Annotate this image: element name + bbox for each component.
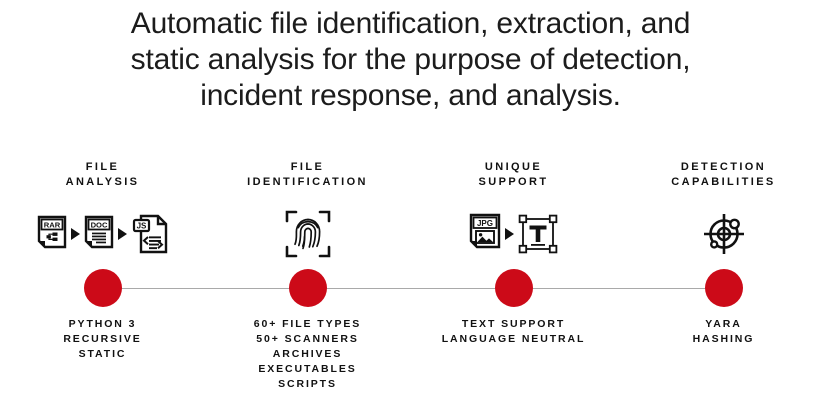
column-title-line-1: DETECTION [680, 161, 767, 173]
icon-group-unique-support: JPG [411, 203, 616, 265]
feature-column-detection-capabilities: DETECTION CAPABILITIES YARA HASHING [621, 160, 821, 347]
rar-file-icon: RAR [37, 215, 66, 249]
headline-line-1: Automatic file identification, extractio… [130, 7, 691, 40]
feature-columns: FILE ANALYSIS RAR DOC [0, 160, 821, 405]
svg-text:JS: JS [136, 222, 146, 231]
desc-line: YARA [705, 318, 742, 330]
headline-line-2: static analysis for the purpose of detec… [130, 43, 691, 76]
column-title-line-2: CAPABILITIES [671, 176, 776, 188]
desc-line: SCRIPTS [278, 378, 337, 390]
timeline-marker-2[interactable] [288, 269, 327, 307]
feature-column-unique-support: UNIQUE SUPPORT JPG [411, 160, 616, 347]
icon-group-file-analysis: RAR DOC [0, 203, 205, 265]
timeline-marker-1[interactable] [83, 269, 122, 307]
svg-text:RAR: RAR [43, 221, 60, 230]
column-title-line-1: FILE [290, 161, 325, 173]
doc-file-icon: DOC [84, 215, 113, 249]
icon-group-detection-capabilities [621, 203, 821, 265]
timeline-marker-container [411, 265, 616, 311]
svg-text:DOC: DOC [90, 221, 107, 230]
jpg-image-file-icon: JPG [469, 213, 501, 249]
column-title-file-identification: FILE IDENTIFICATION [205, 160, 410, 190]
arrow-right-icon [117, 228, 127, 240]
desc-line: TEXT SUPPORT [461, 318, 566, 330]
column-title-detection-capabilities: DETECTION CAPABILITIES [621, 160, 821, 190]
timeline-connector-line [110, 288, 720, 289]
arrow-right-icon [70, 228, 80, 240]
timeline-marker-3[interactable] [494, 269, 533, 307]
column-title-line-2: ANALYSIS [65, 176, 140, 188]
desc-line: 50+ SCANNERS [256, 333, 359, 345]
column-title-line-1: FILE [85, 161, 120, 173]
headline-line-3: incident response, and analysis. [200, 79, 621, 112]
timeline-marker-container [205, 265, 410, 311]
column-title-line-1: UNIQUE [484, 161, 543, 173]
desc-line: LANGUAGE NEUTRAL [441, 333, 586, 345]
column-description-detection-capabilities: YARA HASHING [621, 317, 821, 347]
feature-column-file-identification: FILE IDENTIFICATION [205, 160, 410, 392]
timeline-marker-container [0, 265, 205, 311]
feature-column-file-analysis: FILE ANALYSIS RAR DOC [0, 160, 205, 362]
desc-line: 60+ FILE TYPES [253, 318, 362, 330]
svg-text:JPG: JPG [477, 219, 493, 228]
desc-line: STATIC [78, 348, 127, 360]
desc-line: PYTHON 3 [68, 318, 137, 330]
column-description-unique-support: TEXT SUPPORT LANGUAGE NEUTRAL [411, 317, 616, 347]
arrow-right-icon [505, 228, 514, 240]
desc-line: EXECUTABLES [258, 363, 357, 375]
timeline-marker-container [621, 265, 821, 311]
column-description-file-analysis: PYTHON 3 RECURSIVE STATIC [0, 317, 205, 362]
text-selection-icon [518, 214, 558, 254]
column-title-file-analysis: FILE ANALYSIS [0, 160, 205, 190]
js-file-icon: JS [132, 214, 167, 254]
page-headline: Automatic file identification, extractio… [0, 6, 821, 114]
desc-line: RECURSIVE [63, 333, 142, 345]
column-title-line-2: SUPPORT [478, 176, 549, 188]
timeline-marker-4[interactable] [704, 269, 743, 307]
desc-line: ARCHIVES [272, 348, 343, 360]
column-description-file-identification: 60+ FILE TYPES 50+ SCANNERS ARCHIVES EXE… [205, 317, 410, 392]
column-title-unique-support: UNIQUE SUPPORT [411, 160, 616, 190]
crosshair-target-icon [703, 214, 744, 254]
fingerprint-scan-icon [285, 210, 330, 258]
column-title-line-2: IDENTIFICATION [247, 176, 368, 188]
desc-line: HASHING [692, 333, 755, 345]
icon-group-file-identification [205, 203, 410, 265]
